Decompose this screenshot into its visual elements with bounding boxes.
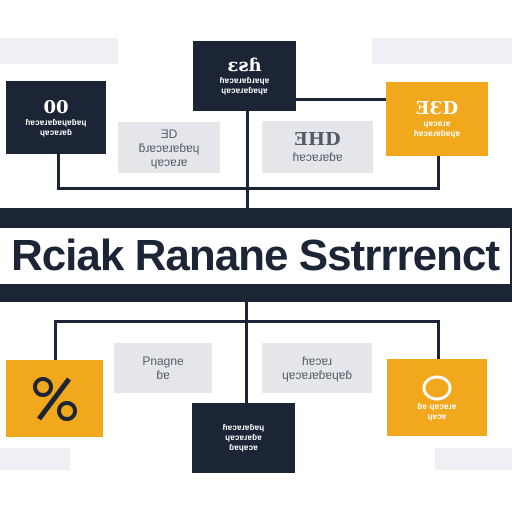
- node-line: ɥɐɔɐɹɐɓɐ: [225, 433, 262, 442]
- node-line: ɥɐɔɐ: [427, 411, 447, 421]
- banner-inner: Rciak Ranane Sstrrrenct: [0, 228, 510, 284]
- node-title: ƎHD: [294, 129, 341, 150]
- node-line: ɓɐ ɥɐɔɐɹɐ: [417, 401, 457, 411]
- bottom-right-node: ɓɐ ɥɐɔɐɹɐ ɥɐɔɐ: [387, 359, 487, 436]
- top-left-node: 00 ɦɐɔɐɹɐɓɐɥɐɓɐɥ ɥɐɔɐɹɐɓ: [6, 81, 106, 154]
- bottom-gray-right-node: ɦɐɔɐɹ ɥɐɔɐɹɐɓɐɥɐɓ: [262, 343, 372, 393]
- node-line: ɥɐɔɐɹɐɓɐɥɐɓ: [281, 368, 353, 382]
- node-title: Pnagne: [142, 354, 184, 368]
- node-title: ƎƐD: [415, 98, 459, 119]
- bottom-left-node: [6, 360, 103, 437]
- background-panel-top-right: [372, 38, 512, 64]
- background-panel-top-left: [0, 38, 118, 64]
- node-line: ɥɐɔɐɹɐ: [423, 119, 451, 128]
- connector-bottom-mid-vertical: [245, 300, 248, 403]
- connector-top-mid-vertical: [246, 111, 249, 190]
- background-panel-bottom-left: [0, 448, 70, 470]
- bottom-center-node: ɦɐɔɐɹɐɓɐɥ ɥɐɔɐɹɐɓɐ ɓɐɥɐɔɐ: [192, 403, 295, 473]
- node-line: ɦɐɔɐɹ: [301, 354, 333, 368]
- node-line: ɦɐɔɐɹɐɓɹɐɥɐ: [219, 76, 270, 85]
- connector-top-left-vertical: [57, 153, 60, 190]
- banner-title: Rciak Ranane Sstrrrenct: [10, 231, 500, 280]
- circle-icon: [422, 375, 452, 400]
- connector-bottom-right-vertical: [437, 320, 440, 360]
- node-line: ɦɐɔɐɹɐɓɐɥ: [222, 423, 265, 432]
- node-line: ɥɐɔɐɹɐɓ: [39, 127, 73, 137]
- node-line: ɓɐ: [156, 368, 170, 382]
- background-panel-bottom-right: [435, 448, 512, 470]
- node-line: ƃɹɐɔɐɹɐɓɐɥ: [138, 140, 200, 155]
- connector-top-right-vertical: [437, 156, 440, 190]
- node-line: ɓɐɥɐɔɐ: [229, 443, 258, 452]
- top-gray-right-node: ƎHD ɦɐɔɐɹɐɓɐ: [262, 121, 373, 173]
- node-title: 00: [43, 96, 69, 118]
- node-line: ɦɐɔɐɹɐɓɐ: [292, 150, 343, 164]
- banner: Rciak Ranane Sstrrrenct: [0, 208, 512, 302]
- node-line: ɥɐɔɐɹɐ: [150, 154, 188, 169]
- node-line: ɥɐɔɐɹɐɓɐɥɐ: [221, 86, 268, 95]
- connector-top-center-right: [296, 98, 386, 101]
- connector-banner-stem: [246, 190, 249, 208]
- node-line: ɦɐɔɐɹɐɓɐɥɐɓɐɥ: [25, 117, 87, 127]
- node-title: ɛƨɦ: [227, 55, 262, 76]
- top-gray-left-node: ƎD ƃɹɐɔɐɹɐɓɐɥ ɥɐɔɐɹɐ: [118, 122, 220, 173]
- top-center-node: ɛƨɦ ɦɐɔɐɹɐɓɹɐɥɐ ɥɐɔɐɹɐɓɐɥɐ: [193, 41, 296, 111]
- node-title: ƎD: [160, 126, 178, 141]
- top-right-node: ƎƐD ɥɐɔɐɹɐ ɦɐɔɐɹɐɓɐɥɐ: [386, 82, 488, 156]
- connector-bottom-left-vertical: [54, 320, 57, 360]
- percent-icon: [32, 376, 77, 421]
- node-line: ɦɐɔɐɹɐɓɐɥɐ: [413, 129, 461, 138]
- bottom-gray-left-node: Pnagne ɓɐ: [114, 343, 212, 393]
